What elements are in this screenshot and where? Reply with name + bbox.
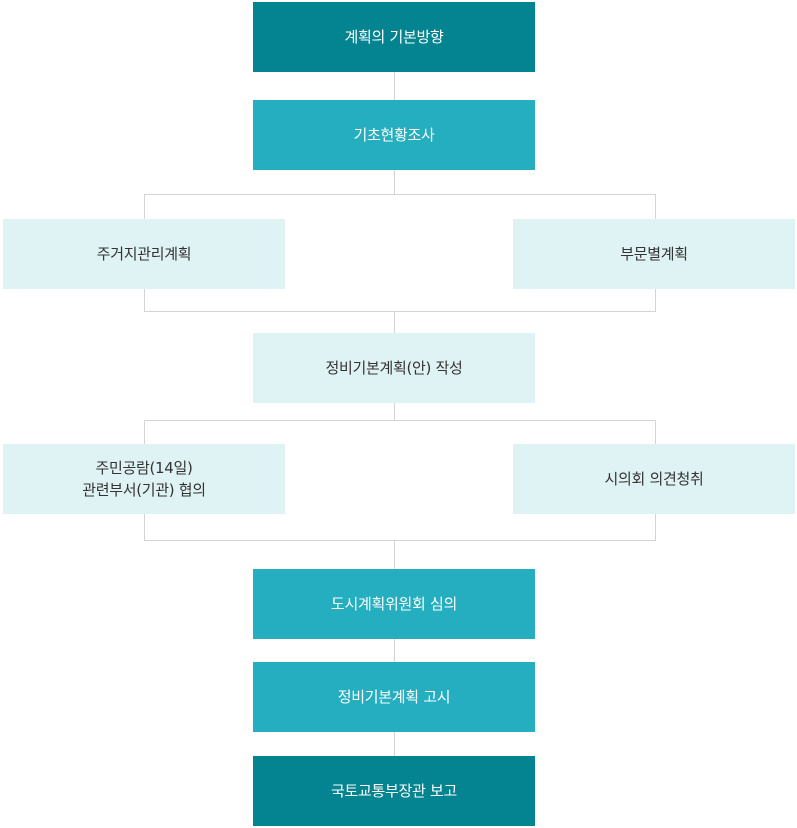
connector-line (394, 72, 395, 100)
step-draft-plan: 정비기본계획(안) 작성 (253, 333, 535, 403)
step-basic-direction: 계획의 기본방향 (253, 2, 535, 72)
connector-line (394, 311, 395, 333)
connector-line (394, 540, 395, 569)
step-council-opinion: 시의회 의견청취 (513, 444, 795, 514)
connector-line (394, 732, 395, 756)
connector-line (144, 514, 145, 540)
connector-line (144, 311, 656, 312)
connector-line (655, 194, 656, 219)
connector-line (655, 420, 656, 444)
step-residential-plan: 주거지관리계획 (3, 219, 285, 289)
step-label-line2: 관련부서(기관) 협의 (82, 481, 206, 499)
step-public-hearing: 주민공람(14일) 관련부서(기관) 협의 (3, 444, 285, 514)
step-sectoral-plan: 부문별계획 (513, 219, 795, 289)
step-label: 국토교통부장관 보고 (331, 782, 457, 800)
connector-line (394, 639, 395, 662)
connector-line (144, 194, 656, 195)
step-label: 정비기본계획 고시 (337, 688, 451, 706)
step-label: 부문별계획 (620, 245, 688, 263)
step-label: 기초현황조사 (353, 126, 435, 144)
connector-line (655, 514, 656, 540)
connector-line (144, 194, 145, 219)
step-label: 계획의 기본방향 (344, 28, 444, 46)
step-label: 정비기본계획(안) 작성 (325, 359, 463, 377)
connector-line (655, 289, 656, 312)
connector-line (144, 420, 145, 444)
step-label: 도시계획위원회 심의 (331, 595, 457, 613)
step-label: 시의회 의견청취 (604, 470, 704, 488)
connector-line (144, 540, 656, 541)
step-label: 주거지관리계획 (96, 245, 192, 263)
step-ministry-report: 국토교통부장관 보고 (253, 756, 535, 826)
connector-line (144, 420, 656, 421)
step-label-line1: 주민공람(14일) (95, 459, 193, 477)
connector-line (144, 289, 145, 312)
step-urban-committee: 도시계획위원회 심의 (253, 569, 535, 639)
step-plan-notice: 정비기본계획 고시 (253, 662, 535, 732)
connector-line (394, 170, 395, 194)
connector-line (394, 403, 395, 420)
step-baseline-survey: 기초현황조사 (253, 100, 535, 170)
